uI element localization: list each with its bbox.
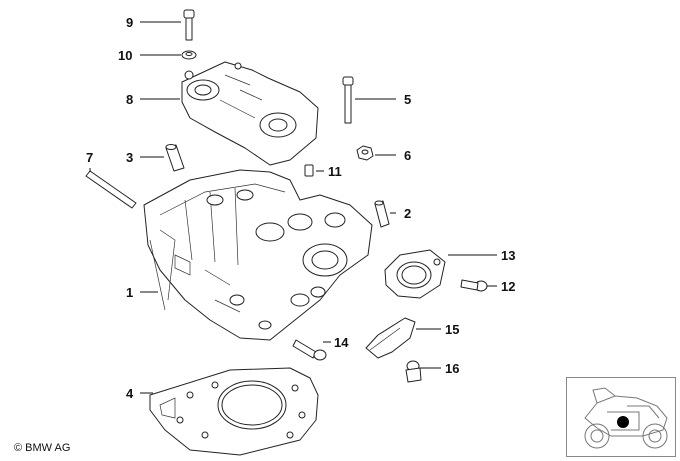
part-9-bolt[interactable] (183, 9, 195, 41)
part-14-screw[interactable] (292, 339, 327, 361)
part-16-screw[interactable] (405, 360, 422, 383)
leader-lines (89, 21, 497, 394)
part-4-head-gasket[interactable] (149, 367, 319, 456)
part-10-washer[interactable] (181, 50, 197, 60)
callout-7: 7 (86, 150, 93, 165)
callout-labels: 9 10 8 5 3 6 7 11 2 1 13 12 14 15 16 4 (86, 15, 515, 401)
callout-11: 11 (328, 164, 342, 179)
part-7-stud[interactable] (85, 170, 137, 209)
motorcycle-locator-icon (584, 387, 668, 449)
copyright-text: © BMW AG (14, 442, 71, 454)
locator-marker-dot (617, 416, 629, 428)
callout-9: 9 (126, 15, 133, 30)
part-12-screw[interactable] (460, 279, 488, 292)
callout-13: 13 (501, 248, 515, 263)
callout-4: 4 (126, 386, 134, 401)
part-13-flange-cover[interactable] (384, 249, 446, 299)
callout-2: 2 (404, 206, 411, 221)
part-8-bearing-cap[interactable] (181, 61, 319, 166)
callout-1: 1 (126, 285, 133, 300)
part-11-pin[interactable] (304, 164, 314, 177)
part-6-nut[interactable] (356, 145, 374, 161)
motorcycle-locator-inset (566, 377, 676, 457)
part-3-dowel[interactable] (165, 144, 185, 172)
callout-10: 10 (118, 48, 132, 63)
callout-5: 5 (404, 92, 411, 107)
callout-12: 12 (501, 279, 515, 294)
part-5-bolt[interactable] (342, 76, 354, 124)
callout-15: 15 (445, 322, 459, 337)
callout-6: 6 (404, 148, 411, 163)
part-15-bracket[interactable] (365, 317, 416, 359)
callout-8: 8 (126, 92, 133, 107)
callout-14: 14 (334, 335, 349, 350)
callout-16: 16 (445, 361, 459, 376)
part-1-cylinder-head[interactable] (143, 169, 373, 341)
part-2-dowel[interactable] (374, 200, 390, 228)
callout-3: 3 (126, 150, 133, 165)
